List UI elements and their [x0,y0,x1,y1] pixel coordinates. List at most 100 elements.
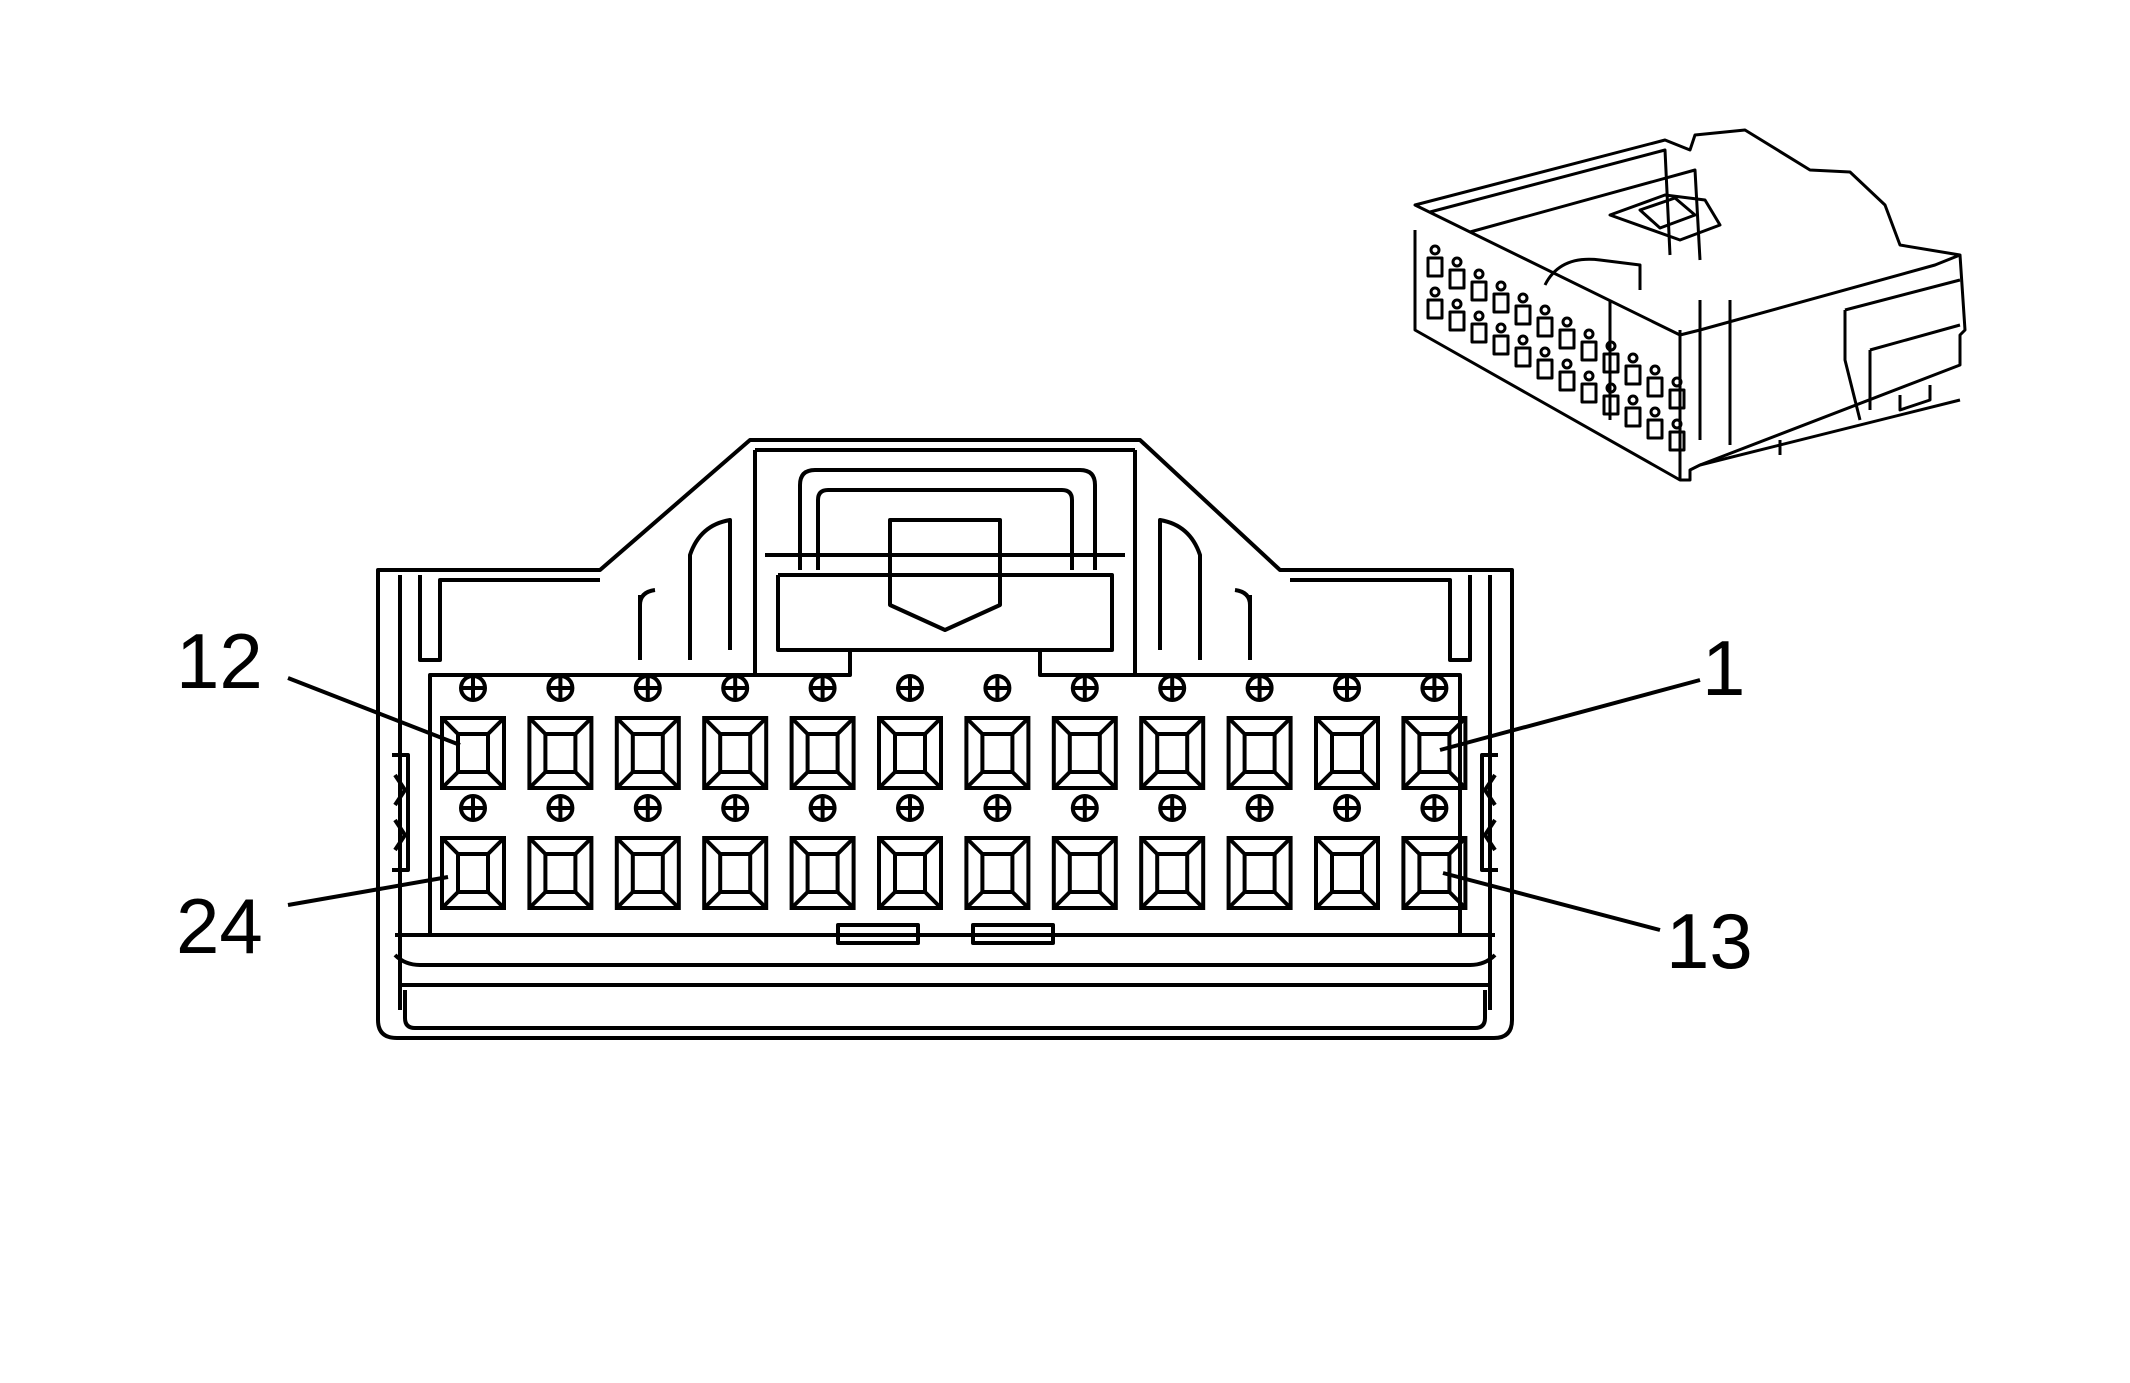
terminal-18 [964,794,1031,910]
iso-terminal-latch [1627,352,1639,364]
iso-front-face [1413,230,1967,482]
iso-terminal [1536,316,1554,338]
right-ramp-rib [1158,518,1252,660]
latch-loop-inner [816,488,1074,570]
iso-terminal-latch [1495,322,1507,334]
iso-terminal-latch [1583,328,1595,340]
iso-latch-arch [1543,257,1642,290]
connector-outer-housing [376,438,1514,1040]
iso-terminal [1668,430,1686,452]
iso-terminal [1580,382,1598,404]
iso-terminal-latch [1495,280,1507,292]
left-lip [418,575,600,662]
iso-terminal [1492,334,1510,356]
iso-terminal [1536,358,1554,380]
pin-label-13: 13 [1666,897,1753,985]
iso-terminal [1470,280,1488,302]
right-lip [1290,575,1472,662]
connector-face [376,438,1514,1040]
connector-isometric-view [1413,128,1967,482]
iso-terminal-latch [1473,268,1485,280]
iso-terminal-latch [1451,256,1463,268]
iso-terminal-latch [1539,304,1551,316]
terminal-5 [1051,674,1118,790]
iso-terminal-latch [1627,394,1639,406]
callouts [287,676,1701,932]
iso-terminal-latch [1561,358,1573,370]
leader-line-12 [287,676,461,747]
latch-tab [765,553,1125,652]
iso-terminal-latch [1671,418,1683,430]
terminal-10 [614,674,681,790]
iso-terminal [1514,304,1532,326]
iso-latch [1608,193,1722,242]
iso-terminal [1448,268,1466,290]
iso-terminal [1580,340,1598,362]
iso-top-rail-1 [1429,148,1672,256]
latch-loop [798,468,1097,570]
pin-label-1: 1 [1702,624,1745,712]
right-side-notch [1480,753,1498,872]
terminal-2 [1314,674,1380,790]
leader-line-13 [1442,871,1661,932]
terminal-16 [1139,794,1206,910]
terminal-23 [527,794,594,910]
terminal-1 [1401,674,1468,790]
pin-cavity-frame [428,648,1462,937]
iso-base [1699,385,1961,467]
iso-terminal-latch [1561,316,1573,328]
iso-terminal-latch [1517,334,1529,346]
iso-terminal-latch [1451,298,1463,310]
left-ramp-rib [638,518,732,660]
iso-terminal [1558,328,1576,350]
bottom-skirt-inner [403,990,1487,1030]
terminal-19 [877,794,943,910]
left-side-notch [392,753,410,872]
iso-terminal-latch [1429,286,1441,298]
iso-terminal [1646,376,1664,398]
iso-top-outline [1413,128,1962,337]
terminal-7 [877,674,943,790]
leader-line-24 [287,875,449,907]
pin-grid [440,674,1468,910]
iso-terminal [1602,352,1620,374]
iso-terminal-latch [1649,406,1661,418]
iso-top-rail-2 [1469,168,1702,261]
iso-terminal [1558,370,1576,392]
iso-terminal-latch [1649,364,1661,376]
iso-terminal [1514,346,1532,368]
iso-terminal [1624,406,1642,428]
iso-terminal [1646,418,1664,440]
terminal-15 [1226,794,1293,910]
bottom-key-left [836,923,920,945]
iso-terminal-latch [1605,340,1617,352]
terminal-17 [1051,794,1118,910]
bottom-key-right [971,923,1055,945]
iso-pin-grid [1426,244,1686,452]
iso-terminal [1624,364,1642,386]
iso-terminal [1426,256,1444,278]
terminal-22 [614,794,681,910]
iso-terminal-latch [1473,310,1485,322]
iso-terminal [1492,292,1510,314]
terminal-4 [1139,674,1206,790]
pin-label-24: 24 [176,882,263,970]
terminal-6 [964,674,1031,790]
iso-terminal-latch [1539,346,1551,358]
iso-terminal-latch [1517,292,1529,304]
iso-terminal [1602,394,1620,416]
terminal-12 [440,674,506,790]
terminal-11 [527,674,594,790]
terminal-13 [1401,794,1468,910]
pin-label-12: 12 [176,617,263,705]
terminal-3 [1226,674,1293,790]
terminal-8 [789,674,856,790]
iso-terminal [1470,322,1488,344]
iso-right-block [1843,278,1961,421]
terminal-21 [702,794,769,910]
iso-terminal [1668,388,1686,410]
iso-terminal [1426,298,1444,320]
bottom-skirt-line-2 [393,953,1497,967]
terminal-14 [1314,794,1380,910]
iso-terminal-latch [1671,376,1683,388]
